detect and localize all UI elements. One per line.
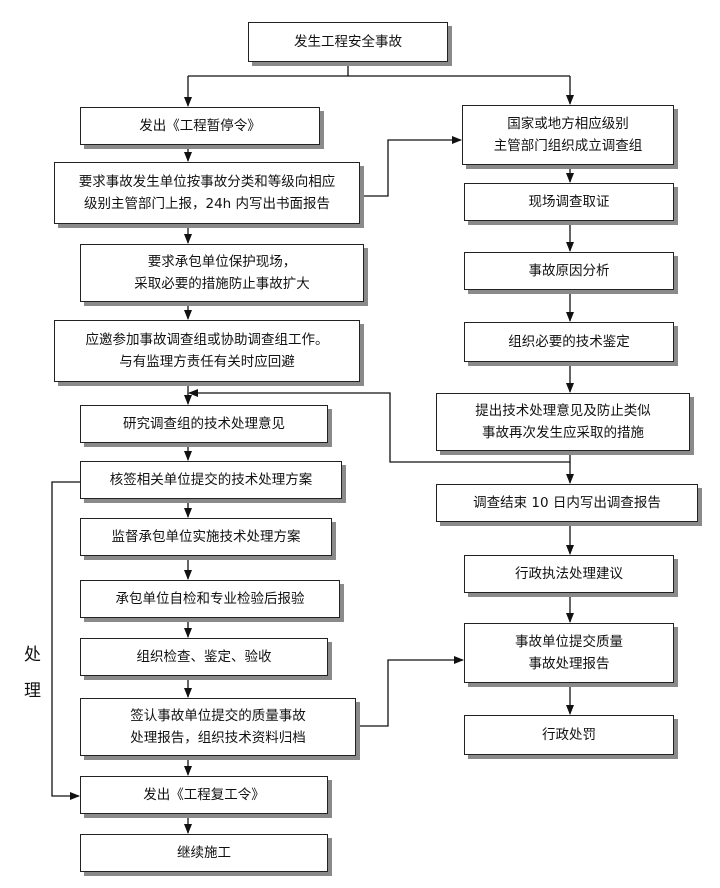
- node-text-line: 应邀参加事故调查组或协助调查组工作。: [85, 332, 329, 348]
- node-text-line: 行政执法处理建议: [515, 566, 623, 582]
- node-text: 核签相关单位提交的技术处理方案: [110, 469, 313, 491]
- node-text-line: 事故处理报告: [528, 656, 610, 672]
- node-tech-appraisal: 组织必要的技术鉴定: [464, 322, 674, 362]
- node-text-line: 调查结束 10 日内写出调查报告: [473, 495, 661, 511]
- node-text-line: 签认事故单位提交的质量事故: [130, 708, 306, 724]
- node-text-line: 提出技术处理意见及防止类似: [475, 403, 651, 419]
- node-text: 组织必要的技术鉴定: [508, 331, 630, 353]
- node-penalty: 行政处罚: [464, 715, 674, 755]
- node-study-opinion: 研究调查组的技术处理意见: [80, 405, 328, 443]
- node-text: 事故单位提交质量事故处理报告: [515, 631, 623, 675]
- node-text-line: 承包单位自检和专业检验后报验: [115, 591, 305, 607]
- node-text-line: 发出《工程暂停令》: [139, 118, 261, 134]
- side-label-char1: 处: [24, 645, 41, 665]
- node-inspect-accept: 组织检查、鉴定、验收: [80, 638, 328, 676]
- node-text-line: 组织检查、鉴定、验收: [136, 649, 272, 665]
- node-text: 应邀参加事故调查组或协助调查组工作。与有监理方责任有关时应回避: [86, 329, 329, 373]
- node-text: 要求事故发生单位按事故分类和等级向相应级别主管部门上报，24h 内写出书面报告: [79, 171, 336, 215]
- node-text-line: 国家或地方相应级别: [507, 116, 629, 132]
- node-text-line: 现场调查取证: [528, 194, 610, 210]
- node-text: 要求承包单位保护现场， 采取必要的措施防止事故扩大: [134, 251, 310, 295]
- node-report: 要求事故发生单位按事故分类和等级向相应级别主管部门上报，24h 内写出书面报告: [54, 162, 360, 224]
- node-text-line: 要求承包单位保护现场，: [147, 254, 297, 270]
- node-text: 发出《工程复工令》: [143, 784, 265, 806]
- node-text: 现场调查取证: [529, 191, 610, 213]
- node-text-line: 事故单位提交质量: [515, 634, 623, 650]
- node-text-line: 行政处罚: [542, 727, 596, 743]
- node-text-line: 核签相关单位提交的技术处理方案: [109, 472, 313, 488]
- node-resume-order: 发出《工程复工令》: [80, 776, 328, 814]
- edge-sign-to-quality-report: [356, 656, 464, 727]
- node-text-line: 采取必要的措施防止事故扩大: [134, 276, 310, 292]
- node-text-line: 继续施工: [177, 845, 231, 861]
- edge-bypass-to-resume: [51, 481, 80, 800]
- node-continue-work: 继续施工: [80, 834, 328, 872]
- node-evidence: 现场调查取证: [464, 183, 674, 221]
- node-self-check: 承包单位自检和专业检验后报验: [80, 580, 340, 618]
- side-label-char2: 理: [24, 681, 41, 701]
- node-admin-advice: 行政执法处理建议: [464, 555, 674, 593]
- node-quality-report: 事故单位提交质量事故处理报告: [464, 623, 674, 683]
- node-text-line: 处理报告，组织技术资料归档: [130, 730, 306, 746]
- edge-report-to-form-team: [360, 136, 462, 197]
- node-text-line: 事故原因分析: [528, 263, 610, 279]
- node-text: 发出《工程暂停令》: [139, 115, 261, 137]
- node-text: 发生工程安全事故: [294, 31, 402, 53]
- node-text-line: 与有监理方责任有关时应回避: [119, 354, 295, 370]
- node-text: 事故原因分析: [529, 260, 610, 282]
- edge-measures-feedback: [188, 389, 571, 463]
- node-text-line: 监督承包单位实施技术处理方案: [111, 529, 301, 545]
- node-protect-site: 要求承包单位保护现场， 采取必要的措施防止事故扩大: [80, 244, 364, 302]
- node-text-line: 主管部门组织成立调查组: [493, 138, 643, 154]
- node-measures: 提出技术处理意见及防止类似事故再次发生应采取的措施: [436, 393, 690, 451]
- node-final-report: 调查结束 10 日内写出调查报告: [436, 484, 698, 522]
- node-start: 发生工程安全事故: [248, 22, 448, 62]
- node-countersign-plan: 核签相关单位提交的技术处理方案: [80, 461, 342, 499]
- node-text: 签认事故单位提交的质量事故处理报告，组织技术资料归档: [130, 705, 306, 749]
- node-text: 承包单位自检和专业检验后报验: [116, 588, 305, 610]
- node-text: 继续施工: [177, 842, 231, 864]
- node-text: 国家或地方相应级别主管部门组织成立调查组: [494, 113, 643, 157]
- node-text-line: 事故再次发生应采取的措施: [482, 425, 644, 441]
- node-text: 调查结束 10 日内写出调查报告: [473, 492, 661, 514]
- node-join-investigation: 应邀参加事故调查组或协助调查组工作。与有监理方责任有关时应回避: [54, 320, 360, 382]
- node-text: 提出技术处理意见及防止类似事故再次发生应采取的措施: [475, 400, 651, 444]
- node-sign-report: 签认事故单位提交的质量事故处理报告，组织技术资料归档: [80, 698, 356, 756]
- node-text-line: 组织必要的技术鉴定: [508, 334, 630, 350]
- node-text: 行政执法处理建议: [515, 563, 623, 585]
- node-text: 研究调查组的技术处理意见: [123, 413, 285, 435]
- node-text: 监督承包单位实施技术处理方案: [112, 526, 301, 548]
- node-text-line: 级别主管部门上报，24h 内写出书面报告: [83, 196, 331, 212]
- node-text-line: 发出《工程复工令》: [143, 787, 265, 803]
- node-cause-analysis: 事故原因分析: [464, 252, 674, 290]
- node-text-line: 研究调查组的技术处理意见: [123, 416, 285, 432]
- node-text-line: 发生工程安全事故: [294, 34, 402, 50]
- node-supervise-plan: 监督承包单位实施技术处理方案: [80, 518, 332, 556]
- node-halt-order: 发出《工程暂停令》: [80, 107, 320, 145]
- node-form-team: 国家或地方相应级别主管部门组织成立调查组: [462, 105, 674, 165]
- node-text: 行政处罚: [542, 724, 596, 746]
- node-text-line: 要求事故发生单位按事故分类和等级向相应: [78, 174, 336, 190]
- node-text: 组织检查、鉴定、验收: [137, 646, 272, 668]
